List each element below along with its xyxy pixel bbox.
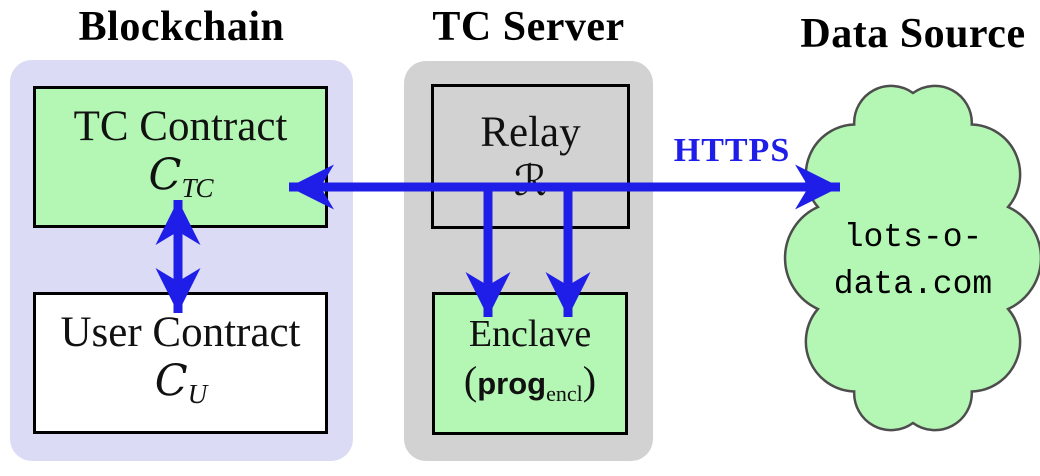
data-source-domain: lots-o- data.com xyxy=(811,214,1015,308)
user-contract-box: User Contract CU xyxy=(33,292,328,434)
tc-contract-box: TC Contract CTC xyxy=(33,86,328,228)
relay-box: Relay ℛ xyxy=(431,84,630,229)
data-source-section-title: Data Source xyxy=(800,11,1026,57)
enclave-box: Enclave (progencl) xyxy=(432,292,628,435)
data-source-domain-line2: data.com xyxy=(833,266,993,303)
enclave-program: (progencl) xyxy=(464,358,596,417)
enclave-label: Enclave xyxy=(468,313,592,355)
data-source-domain-line1: lots-o- xyxy=(843,219,983,256)
user-contract-symbol: CU xyxy=(154,355,207,418)
enclave-program-name: prog xyxy=(477,366,547,401)
enclave-program-sub: encl xyxy=(546,381,583,406)
https-label: HTTPS xyxy=(673,132,791,169)
tc-server-section-title: TC Server xyxy=(432,4,625,50)
enclave-open-paren: ( xyxy=(463,358,478,403)
tc-contract-label: TC Contract xyxy=(73,102,288,150)
user-contract-label: User Contract xyxy=(60,308,301,356)
tc-contract-symbol-sub: TC xyxy=(181,172,213,203)
relay-symbol: ℛ xyxy=(513,155,548,205)
tc-contract-symbol: CTC xyxy=(148,149,214,212)
enclave-close-paren: ) xyxy=(582,358,597,403)
user-contract-symbol-main: C xyxy=(154,355,188,406)
blockchain-section-title: Blockchain xyxy=(78,4,285,50)
relay-label: Relay xyxy=(480,108,581,156)
tc-contract-symbol-main: C xyxy=(148,149,182,200)
user-contract-symbol-sub: U xyxy=(187,378,207,409)
